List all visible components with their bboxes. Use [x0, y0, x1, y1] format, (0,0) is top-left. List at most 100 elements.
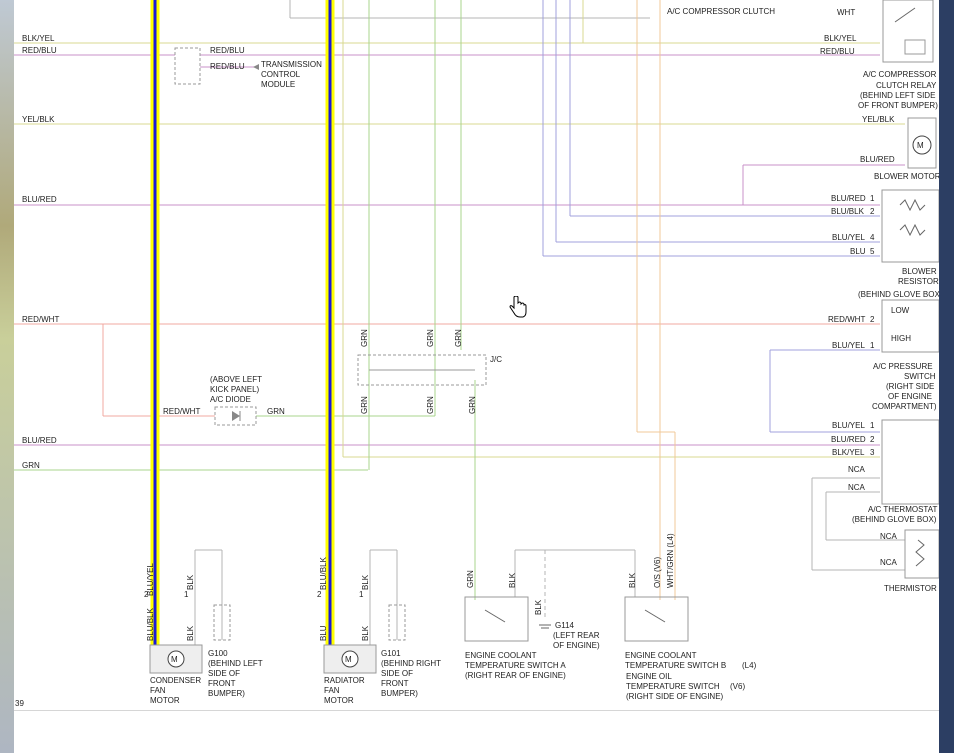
- svg-text:BLK: BLK: [186, 574, 195, 590]
- svg-text:CONTROL: CONTROL: [261, 70, 301, 79]
- thermistor: NCA NCA THERMISTOR: [880, 529, 939, 593]
- svg-text:O/S (V6): O/S (V6): [653, 557, 662, 588]
- svg-text:2: 2: [144, 590, 149, 599]
- ac-thermostat: BLU/YEL 1 BLU/RED 2 BLK/YEL 3 NCA NCA A/…: [831, 419, 939, 524]
- svg-text:BLU/YEL: BLU/YEL: [832, 341, 865, 350]
- page-number: 39: [15, 699, 24, 708]
- svg-text:BLU/BLK: BLU/BLK: [146, 607, 155, 641]
- svg-text:M: M: [171, 655, 178, 664]
- svg-text:M: M: [345, 655, 352, 664]
- svg-text:BLOWER: BLOWER: [902, 267, 937, 276]
- svg-text:ENGINE COOLANT: ENGINE COOLANT: [625, 651, 697, 660]
- svg-text:FAN: FAN: [150, 686, 166, 695]
- svg-text:GRN: GRN: [360, 396, 369, 414]
- window-frame-left: [0, 0, 14, 753]
- svg-text:1: 1: [870, 194, 875, 203]
- svg-text:RADIATOR: RADIATOR: [324, 676, 365, 685]
- svg-text:1: 1: [870, 421, 875, 430]
- svg-text:FRONT: FRONT: [208, 679, 236, 688]
- svg-text:OF ENGINE: OF ENGINE: [888, 392, 932, 401]
- svg-text:RESISTOR: RESISTOR: [898, 277, 939, 286]
- page-bottom-margin: [14, 710, 939, 754]
- svg-text:TRANSMISSION: TRANSMISSION: [261, 60, 322, 69]
- svg-text:BLU/RED: BLU/RED: [831, 435, 866, 444]
- svg-text:CLUTCH RELAY: CLUTCH RELAY: [876, 81, 937, 90]
- svg-text:BLU/BLK: BLU/BLK: [831, 207, 865, 216]
- svg-text:(BEHIND RIGHT: (BEHIND RIGHT: [381, 659, 441, 668]
- horizontal-wires: [14, 42, 905, 471]
- wire-label: YEL/BLK: [22, 115, 55, 124]
- condenser-fan-motor: BLU/YEL 2 BLK 1 BLU/BLK BLK M CONDENSER …: [144, 549, 263, 705]
- svg-text:BLK: BLK: [186, 625, 195, 641]
- svg-text:2: 2: [870, 435, 875, 444]
- svg-text:FRONT: FRONT: [381, 679, 409, 688]
- svg-text:COMPARTMENT): COMPARTMENT): [872, 402, 937, 411]
- svg-text:J/C: J/C: [490, 355, 502, 364]
- svg-text:(L4): (L4): [742, 661, 757, 670]
- svg-text:G100: G100: [208, 649, 228, 658]
- wire-label: BLK/YEL: [22, 34, 55, 43]
- wire-label: GRN: [22, 461, 40, 470]
- svg-text:BLU: BLU: [319, 625, 328, 641]
- svg-text:OF FRONT BUMPER): OF FRONT BUMPER): [858, 101, 938, 110]
- svg-text:TEMPERATURE SWITCH A: TEMPERATURE SWITCH A: [465, 661, 566, 670]
- vertical-wires: [289, 0, 905, 600]
- svg-text:ENGINE COOLANT: ENGINE COOLANT: [465, 651, 537, 660]
- svg-text:BLK: BLK: [628, 572, 637, 588]
- svg-text:BLK/YEL: BLK/YEL: [832, 448, 865, 457]
- svg-text:HIGH: HIGH: [891, 334, 911, 343]
- svg-text:RED/BLU: RED/BLU: [210, 46, 245, 55]
- svg-text:NCA: NCA: [848, 483, 866, 492]
- ac-clutch-relay: BLK/YEL RED/BLU A/C COMPRESSOR CLUTCH RE…: [820, 0, 938, 110]
- svg-text:A/C COMPRESSOR: A/C COMPRESSOR: [863, 70, 937, 79]
- svg-text:1: 1: [359, 590, 364, 599]
- svg-text:BLU: BLU: [850, 247, 866, 256]
- svg-text:MOTOR: MOTOR: [150, 696, 180, 705]
- blower-resistor: BLU/RED 1 BLU/BLK 2 BLU/YEL 4 BLU 5 BLOW…: [831, 189, 939, 299]
- svg-text:MOTOR: MOTOR: [324, 696, 354, 705]
- svg-text:(BEHIND GLOVE BOX): (BEHIND GLOVE BOX): [852, 515, 937, 524]
- svg-text:BLU/BLK: BLU/BLK: [319, 556, 328, 590]
- svg-text:OF ENGINE): OF ENGINE): [553, 641, 600, 650]
- svg-text:A/C COMPRESSOR CLUTCH: A/C COMPRESSOR CLUTCH: [667, 7, 775, 16]
- blower-motor: YEL/BLK BLU/RED M BLOWER MOTOR: [860, 115, 939, 181]
- svg-text:1: 1: [870, 341, 875, 350]
- svg-text:THERMISTOR: THERMISTOR: [884, 584, 937, 593]
- svg-text:(V6): (V6): [730, 682, 745, 691]
- svg-text:FAN: FAN: [324, 686, 340, 695]
- svg-text:BLOWER MOTOR: BLOWER MOTOR: [874, 172, 939, 181]
- svg-text:1: 1: [184, 590, 189, 599]
- svg-text:A/C THERMOSTAT: A/C THERMOSTAT: [868, 505, 937, 514]
- wire-label: BLU/RED: [22, 195, 57, 204]
- svg-text:(BEHIND GLOVE BOX): (BEHIND GLOVE BOX): [858, 290, 939, 299]
- svg-text:A/C DIODE: A/C DIODE: [210, 395, 251, 404]
- ac-compressor-clutch: A/C COMPRESSOR CLUTCH WHT: [667, 7, 855, 17]
- svg-text:BUMPER): BUMPER): [208, 689, 245, 698]
- svg-text:MODULE: MODULE: [261, 80, 295, 89]
- svg-text:2: 2: [870, 207, 875, 216]
- svg-text:RED/BLU: RED/BLU: [820, 47, 855, 56]
- svg-text:RED/WHT: RED/WHT: [163, 407, 200, 416]
- svg-text:(RIGHT SIDE OF ENGINE): (RIGHT SIDE OF ENGINE): [626, 692, 724, 701]
- svg-text:CONDENSER: CONDENSER: [150, 676, 201, 685]
- svg-text:NCA: NCA: [880, 532, 898, 541]
- svg-text:YEL/BLK: YEL/BLK: [862, 115, 895, 124]
- left-wire-labels: BLK/YEL RED/BLU YEL/BLK BLU/RED RED/WHT …: [22, 34, 59, 470]
- svg-text:TEMPERATURE SWITCH: TEMPERATURE SWITCH: [626, 682, 720, 691]
- svg-text:BLU/RED: BLU/RED: [831, 194, 866, 203]
- svg-text:RED/WHT: RED/WHT: [828, 315, 865, 324]
- junction-connector: J/C GRN GRN GRN GRN GRN GRN: [357, 329, 502, 414]
- svg-text:G114: G114: [555, 621, 575, 630]
- wire-label: RED/BLU: [22, 46, 57, 55]
- svg-text:(ABOVE LEFT: (ABOVE LEFT: [210, 375, 262, 384]
- tcm-connector: RED/BLU RED/BLU TRANSMISSION CONTROL MOD…: [174, 46, 322, 89]
- svg-text:GRN: GRN: [267, 407, 285, 416]
- ac-pressure-switch: LOW HIGH RED/WHT 2 BLU/YEL 1 A/C PRESSUR…: [828, 299, 939, 411]
- svg-text:BLU/YEL: BLU/YEL: [832, 421, 865, 430]
- svg-text:(LEFT REAR: (LEFT REAR: [553, 631, 600, 640]
- svg-text:ENGINE OIL: ENGINE OIL: [626, 672, 672, 681]
- svg-text:BLK: BLK: [361, 574, 370, 590]
- svg-text:GRN: GRN: [426, 329, 435, 347]
- wire-label: BLU/RED: [22, 436, 57, 445]
- svg-text:GRN: GRN: [454, 329, 463, 347]
